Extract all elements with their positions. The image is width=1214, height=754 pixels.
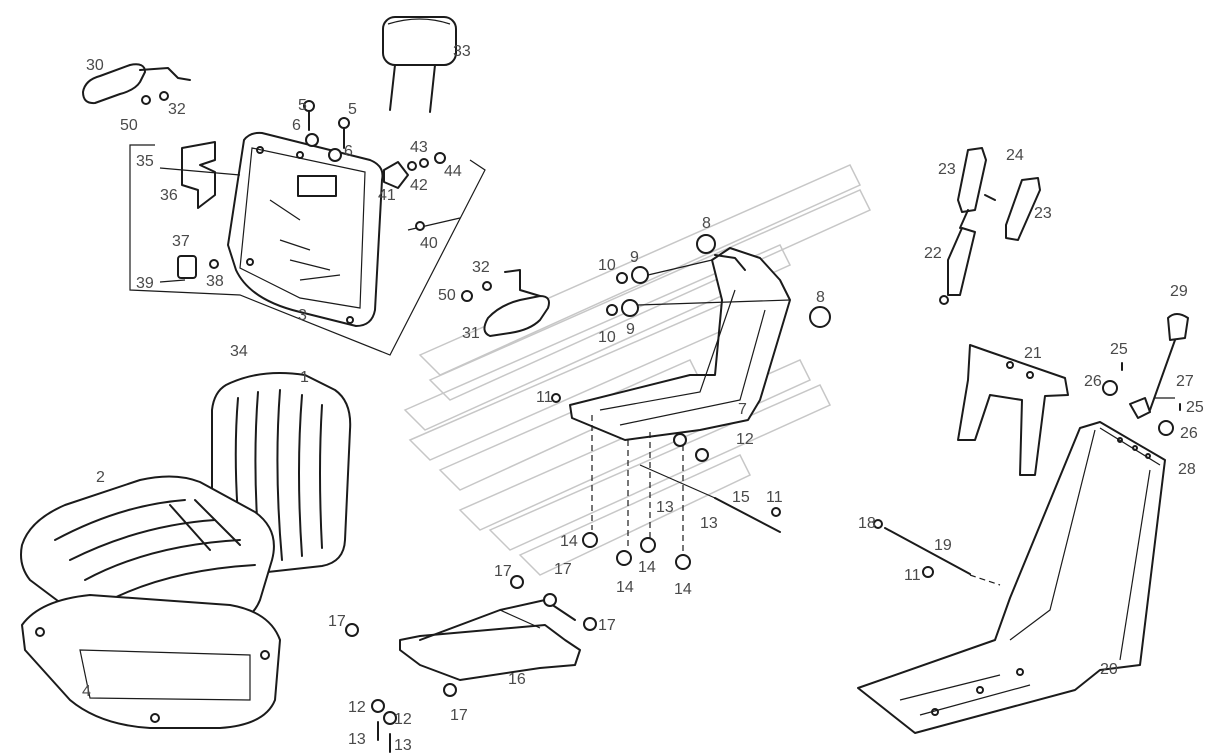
callout-label: 3 bbox=[298, 307, 307, 324]
callout-label: 37 bbox=[172, 233, 190, 250]
headrest bbox=[382, 16, 457, 113]
callout-label: 11 bbox=[904, 567, 921, 584]
callout-label: 23 bbox=[1034, 205, 1052, 222]
callout-label: 26 bbox=[1084, 373, 1102, 390]
callout-label: 17 bbox=[450, 707, 468, 724]
callout-label: 29 bbox=[1170, 283, 1188, 300]
callout-label: 5 bbox=[298, 97, 307, 114]
callout-label: 28 bbox=[1178, 461, 1196, 478]
callout-label: 42 bbox=[410, 177, 428, 194]
callout-label: 12 bbox=[394, 711, 412, 728]
callout-label: 10 bbox=[598, 257, 616, 274]
callout-label: 12 bbox=[348, 699, 366, 716]
armrest-lower bbox=[461, 269, 550, 337]
callout-label: 32 bbox=[472, 259, 490, 276]
watermark-logo bbox=[403, 164, 872, 576]
callout-label: 6 bbox=[344, 143, 353, 160]
callout-label: 17 bbox=[494, 563, 512, 580]
callout-label: 13 bbox=[394, 737, 412, 754]
callout-label: 17 bbox=[598, 617, 616, 634]
callout-label: 10 bbox=[598, 329, 616, 346]
callout-label: 14 bbox=[674, 581, 692, 598]
callout-label: 15 bbox=[732, 489, 750, 506]
scissor-frame bbox=[345, 575, 597, 697]
callout-label: 36 bbox=[160, 187, 178, 204]
callout-label: 25 bbox=[1110, 341, 1128, 358]
callout-label: 1 bbox=[300, 369, 309, 386]
callout-label: 13 bbox=[348, 731, 366, 748]
upper-bracket bbox=[957, 344, 1069, 476]
base-frame bbox=[857, 421, 1166, 734]
callout-label: 38 bbox=[206, 273, 224, 290]
callout-label: 16 bbox=[508, 671, 526, 688]
seat-pan bbox=[21, 594, 281, 729]
lever-fittings bbox=[1102, 362, 1181, 436]
callout-label: 12 bbox=[736, 431, 754, 448]
armrest-upper bbox=[82, 63, 191, 105]
callout-label: 33 bbox=[453, 43, 471, 60]
callout-label: 17 bbox=[554, 561, 572, 578]
callout-label: 34 bbox=[230, 343, 248, 360]
callout-label: 50 bbox=[120, 117, 138, 134]
callout-label: 5 bbox=[348, 101, 357, 118]
callout-label: 39 bbox=[136, 275, 154, 292]
backrest-bracket bbox=[159, 141, 241, 209]
callout-label: 18 bbox=[858, 515, 876, 532]
callout-label: 24 bbox=[1006, 147, 1024, 164]
callout-label: 31 bbox=[462, 325, 480, 342]
callout-label: 44 bbox=[444, 163, 462, 180]
callout-label: 14 bbox=[616, 579, 634, 596]
lower-rollers bbox=[371, 699, 397, 753]
callout-label: 13 bbox=[700, 515, 718, 532]
callout-label: 14 bbox=[638, 559, 656, 576]
callout-label: 25 bbox=[1186, 399, 1204, 416]
callout-label: 22 bbox=[924, 245, 942, 262]
adjust-lever bbox=[1149, 313, 1189, 411]
suspension-frame bbox=[551, 234, 831, 441]
callout-label: 4 bbox=[82, 683, 91, 700]
callout-label: 19 bbox=[934, 537, 952, 554]
callout-label: 20 bbox=[1100, 661, 1118, 678]
callout-label: 2 bbox=[96, 469, 105, 486]
callout-label: 21 bbox=[1024, 345, 1042, 362]
callout-label: 40 bbox=[420, 235, 438, 252]
callout-label: 23 bbox=[938, 161, 956, 178]
callout-label: 32 bbox=[168, 101, 186, 118]
callout-label: 41 bbox=[378, 187, 396, 204]
bracket-group-outline bbox=[129, 144, 486, 356]
shock-absorbers bbox=[939, 147, 1041, 305]
callout-label: 17 bbox=[328, 613, 346, 630]
callout-label: 11 bbox=[766, 489, 783, 506]
callout-label: 7 bbox=[738, 401, 747, 418]
callout-label: 35 bbox=[136, 153, 154, 170]
backrest-panel bbox=[227, 131, 384, 327]
callout-label: 26 bbox=[1180, 425, 1198, 442]
backrest-clip bbox=[159, 255, 219, 283]
callout-label: 9 bbox=[630, 249, 639, 266]
callout-label: 9 bbox=[626, 321, 635, 338]
callout-label: 43 bbox=[410, 139, 428, 156]
mounting-bolts bbox=[582, 415, 691, 570]
callout-label: 14 bbox=[560, 533, 578, 550]
callout-label: 27 bbox=[1176, 373, 1194, 390]
callout-label: 8 bbox=[702, 215, 711, 232]
callout-label: 30 bbox=[86, 57, 104, 74]
callout-label: 50 bbox=[438, 287, 456, 304]
tension-rod bbox=[873, 519, 1001, 586]
backrest-fasteners bbox=[303, 100, 461, 231]
callout-label: 8 bbox=[816, 289, 825, 306]
callout-label: 6 bbox=[292, 117, 301, 134]
callout-label: 11 bbox=[536, 389, 553, 406]
pivot-rod bbox=[639, 433, 781, 533]
callout-label: 13 bbox=[656, 499, 674, 516]
